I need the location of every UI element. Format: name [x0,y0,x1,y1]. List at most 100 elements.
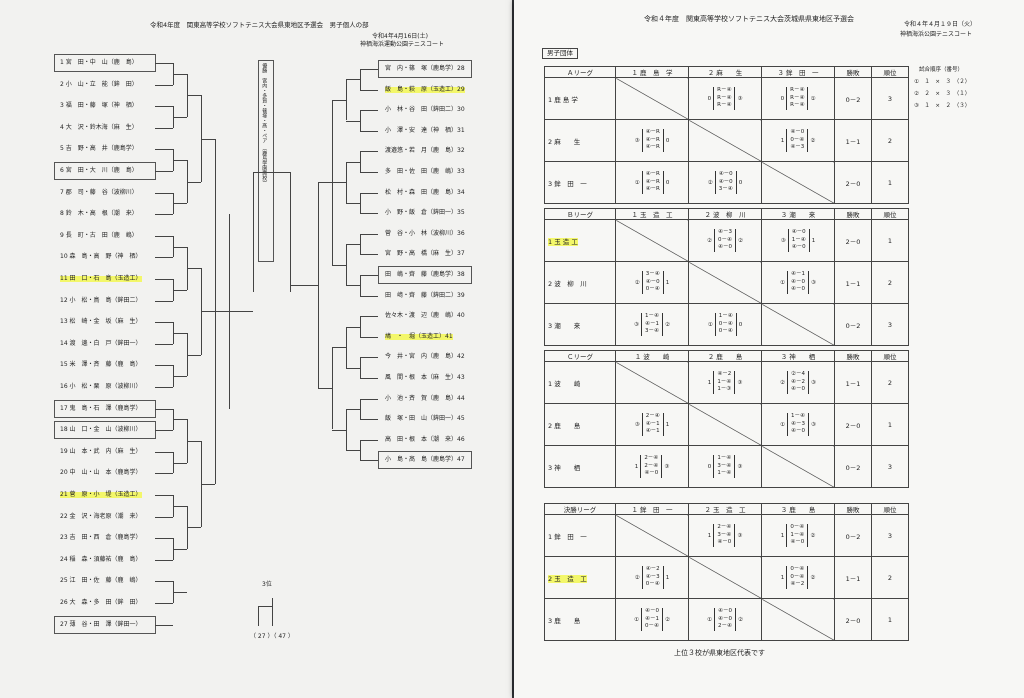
league-team-name: 2 鹿 島 [544,403,616,446]
self-match-cell [761,598,835,641]
bracket-entry-left: 14 渡 邊・白 戸（鉾田一） [60,339,142,347]
bracket-line [187,160,188,204]
bracket-line [173,462,187,464]
individual-date: 令和4年4月16日(土) [372,33,428,40]
bracket-line [346,326,360,328]
bracket-line [173,538,174,560]
winner-box: 優勝 宮内・多賀・篠塚・髙・ペア （鹿島学園高校） [258,60,274,262]
league-header: ２ 玉 造 工 [688,503,762,515]
order-line-2: ② ２ × ３ （１） [914,91,971,97]
league-header: １ 鉾 田 一 [615,503,689,515]
bracket-line [360,110,361,131]
bracket-line [318,388,332,390]
league-name: Ｂリーグ [544,208,616,220]
bracket-entry-right: 田 嶋・齊 藤（鹿島学）38 [385,271,465,278]
self-match-cell [615,361,689,404]
league-record: 2－0 [834,219,872,262]
bracket-line [187,268,201,270]
bracket-entry-left: 11 田 口・石 島（玉造工） [60,275,142,282]
bracket-line [173,419,187,421]
bracket-line [346,450,360,452]
bracket-entry-left: 18 山 口・金 山（波柳川） [60,426,142,434]
league-record: 0－2 [834,303,872,346]
winner-label: 優勝 [261,63,268,73]
league-team-name: 3 潮 来 [544,303,616,346]
league-header: ３ 神 栖 [761,350,835,362]
league-name: Ｃリーグ [544,350,616,362]
order-line-1: ① １ × ３ （２） [914,79,971,85]
bracket-entry-right: 松 村・森 田（鹿 島）34 [385,188,465,196]
bracket-entry-left: 16 小 松・栗 原（波柳川） [60,383,142,390]
league-rank: 2 [871,119,909,162]
league-header: 順位 [871,208,909,220]
league-record: 0－2 [834,445,872,488]
seed-box [54,615,156,634]
bracket-entry-left: 1 宮 田・中 山（鹿 島） [60,59,138,66]
bracket-line [173,73,187,75]
league-header: １ 玉 造 工 [615,208,689,220]
league-team-name: 3 鉾 田 一 [544,161,616,204]
bracket-entry-left: 20 中 山・山 本（鹿島学） [60,469,142,477]
bracket-entry-right: 風 間・根 本（麻 生）43 [385,374,465,381]
bracket-line [346,202,360,204]
bracket-line [173,549,187,550]
bracket-entry-left: 13 松 崎・金 坂（麻 生） [60,318,142,326]
bracket-line [360,233,361,255]
self-match-cell [688,403,762,446]
league-rank: 1 [871,598,909,641]
league-rank: 3 [871,445,909,488]
bracket-line [290,285,318,287]
league-rank: 2 [871,261,909,304]
league-header: ２ 波 柳 川 [688,208,762,220]
bracket-line [173,322,174,344]
league-header: 順位 [871,503,909,515]
seed-box [54,421,156,440]
league-team-name: 3 神 栖 [544,445,616,488]
bracket-line [360,398,361,420]
winner-pair: 宮内・多賀・篠塚・髙・ペア [261,78,268,143]
bracket-line [346,161,360,163]
bracket-entry-left: 21 菅 原・小 堤（玉造工） [60,491,142,498]
league-name: 決勝リーグ [544,503,616,515]
team-results-sheet: 令和４年度 関東高等学校ソフトテニス大会茨城県県東地区予選会 令和４年４月１９日… [514,0,1024,698]
bracket-line [201,95,202,182]
bracket-entry-right: 鳩 ・ 堀（玉造工）41 [385,332,453,340]
bracket-entry-right: 宮 内・篠 塚（鹿島学）28 [385,65,465,72]
bracket-entry-left: 4 大 沢・鈴木海（麻 生） [60,123,138,131]
league-team-name: 3 鹿 島 [544,598,616,641]
bracket-line [360,69,361,90]
self-match-cell [615,219,689,262]
bracket-entry-left: 27 薄 谷・田 澤（鉾田一） [60,620,142,628]
bracket-line [229,311,253,313]
league-header: １ 波 崎 [615,350,689,362]
league-record: 1－1 [834,361,872,404]
league-team-name: 2 麻 生 [544,119,616,162]
team-section-label: 男子団体 [542,48,578,59]
league-record: 2－0 [834,403,872,446]
bracket-line [346,244,347,286]
bracket-line [360,316,361,337]
bracket-line [346,79,347,121]
bracket-line [173,160,187,162]
self-match-cell [688,556,762,599]
self-match-cell [688,119,762,162]
bracket-line [360,439,361,461]
third-place-label: 3位 [262,581,272,588]
league-team-name: 2 玉 造 工 [544,556,616,599]
league-header: 順位 [871,350,909,362]
bracket-line [332,347,333,430]
bracket-line [229,214,230,409]
